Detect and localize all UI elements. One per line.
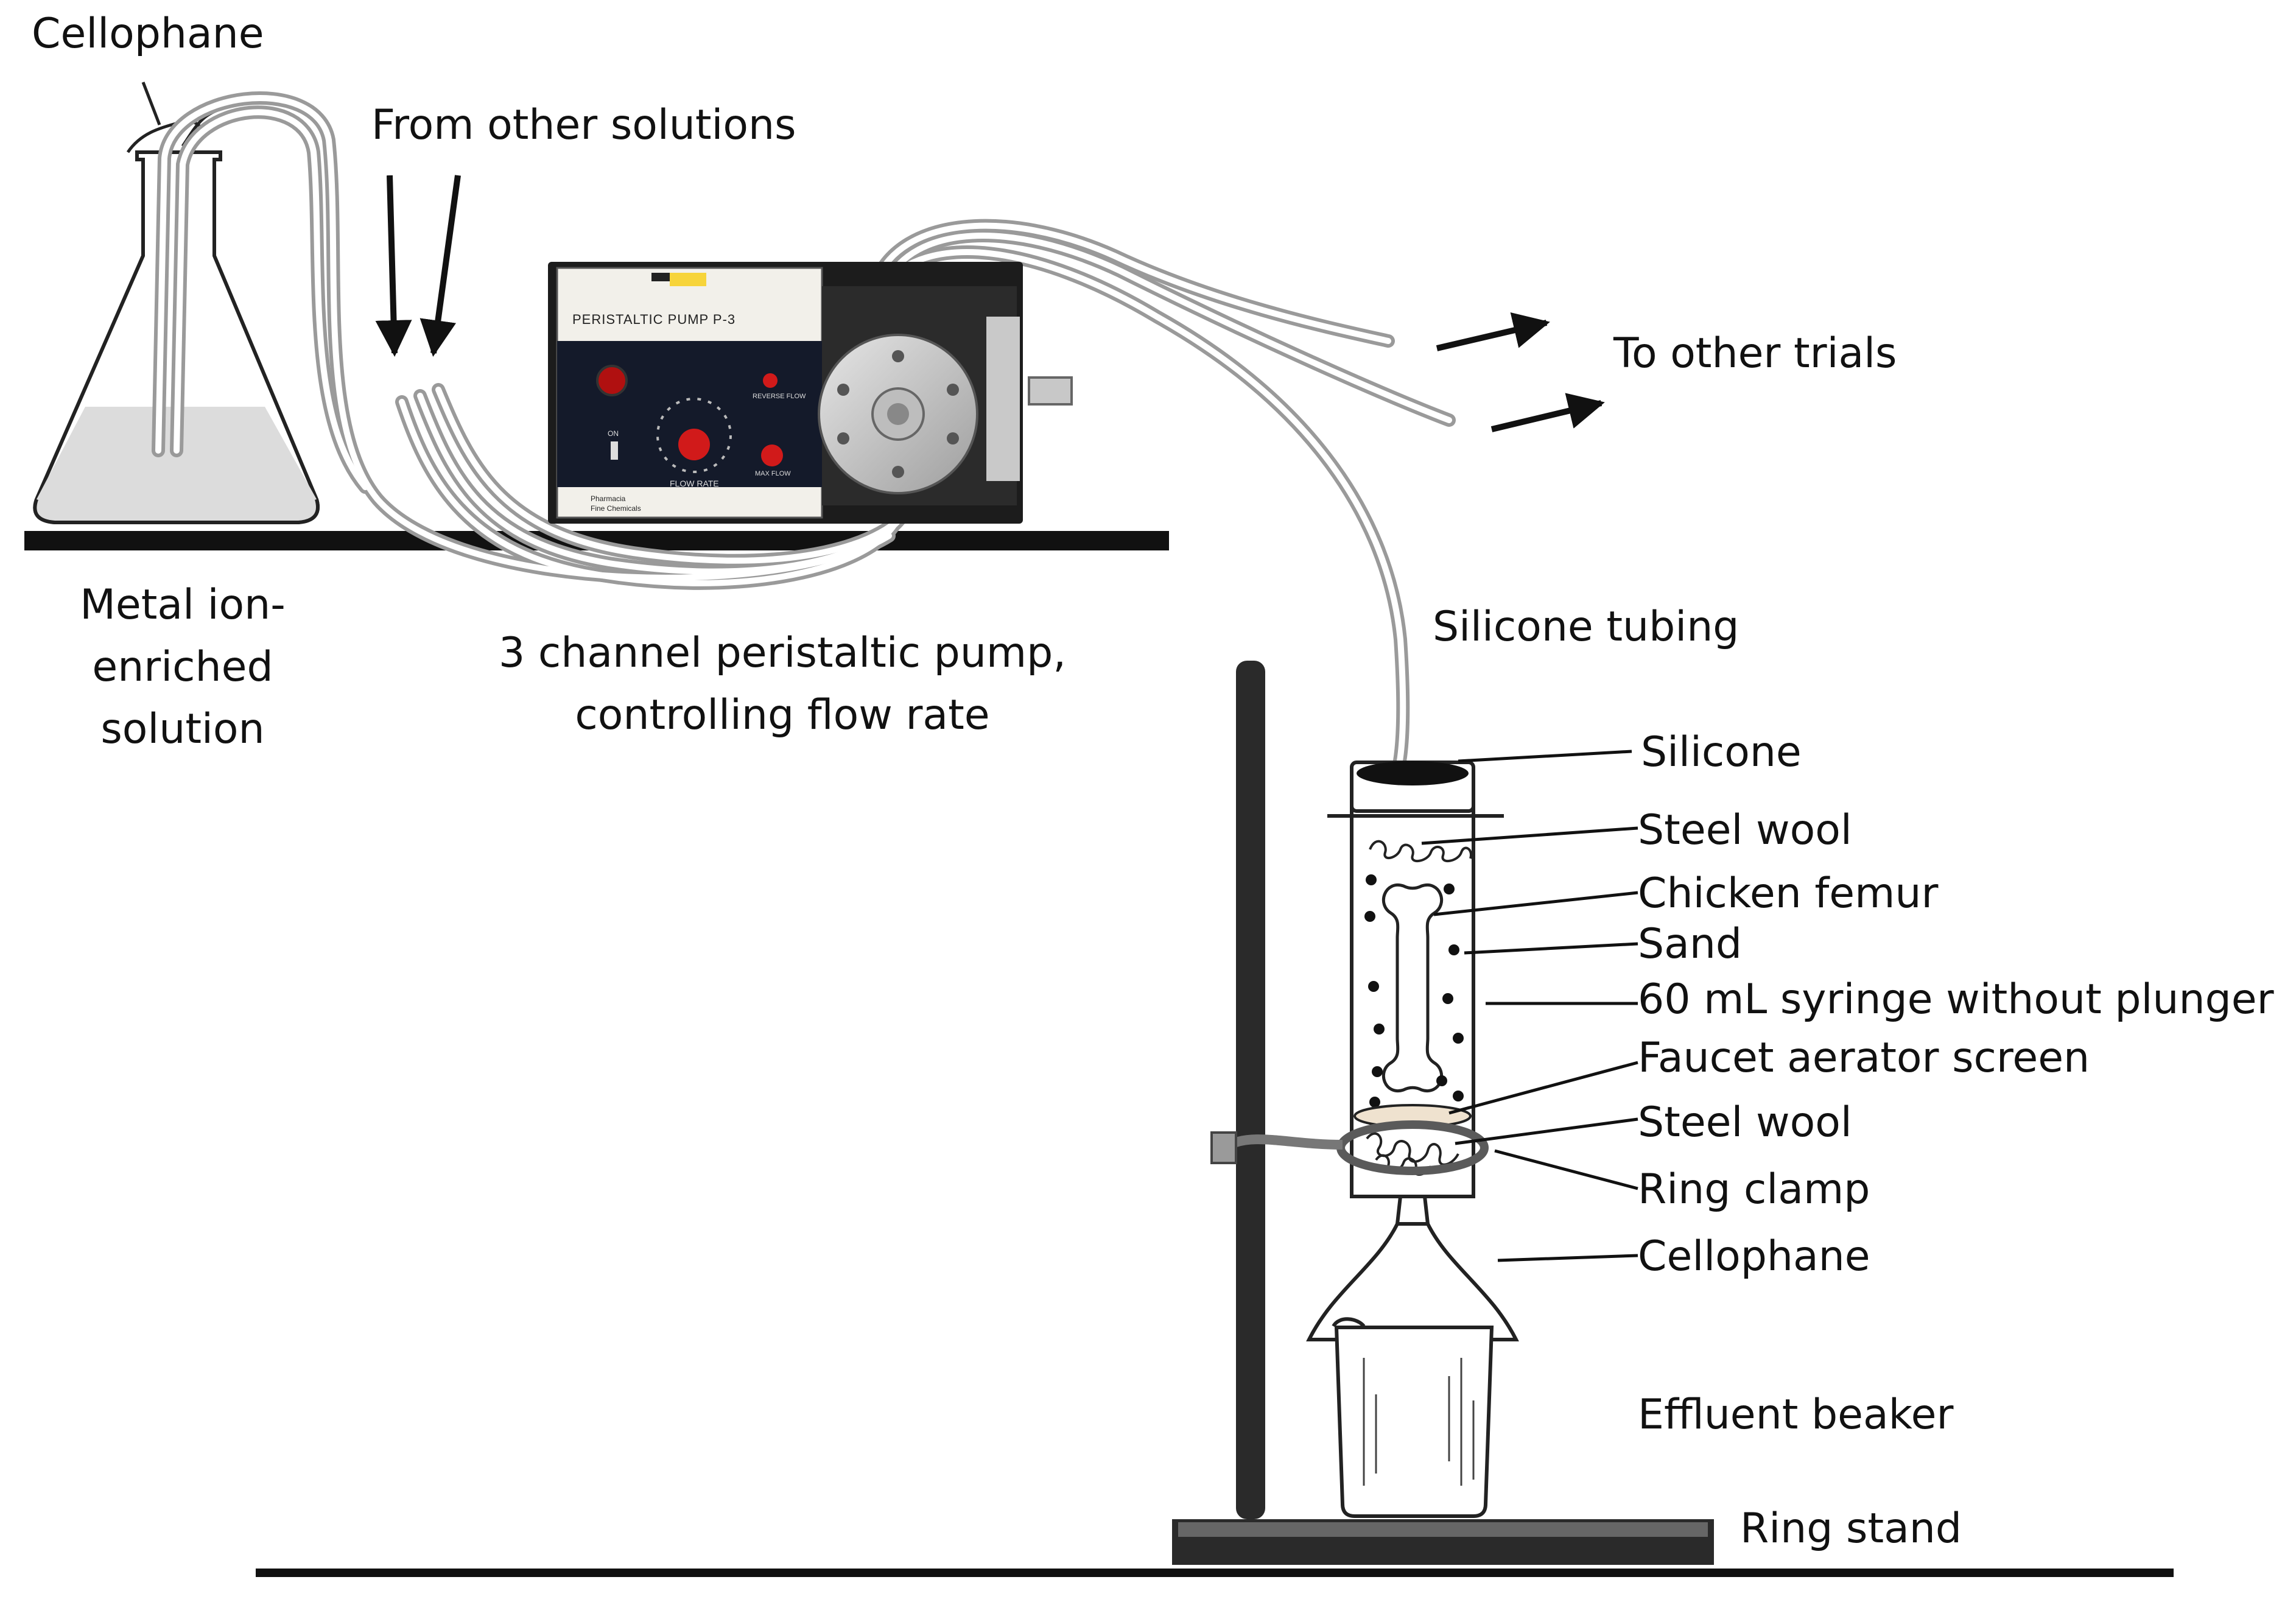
pump-reverse-button <box>763 373 778 388</box>
label-chicken-femur: Chicken femur <box>1638 870 1939 918</box>
label-ring-stand: Ring stand <box>1740 1505 1962 1553</box>
arrow-to-trial-2 <box>1490 393 1605 432</box>
arrow-from-solution-1 <box>375 175 412 357</box>
pump-max-button <box>761 444 783 466</box>
steel-wool-top <box>1369 840 1472 862</box>
pump-indicator-light <box>596 365 628 396</box>
flask-solution <box>35 407 318 522</box>
label-cellophane-bottom: Cellophane <box>1638 1232 1870 1281</box>
effluent-beaker <box>1332 1317 1494 1518</box>
pump-max-label: MAX FLOW <box>755 470 791 477</box>
chicken-femur <box>1381 883 1444 1093</box>
pump-brand-2: Fine Chemicals <box>591 504 641 513</box>
label-steel-wool-top: Steel wool <box>1638 806 1852 854</box>
ring-clamp-arm <box>1227 1134 1343 1150</box>
pump-flow-knob <box>678 429 710 460</box>
label-to-other-trials: To other trials <box>1613 329 1897 378</box>
label-faucet-screen: Faucet aerator screen <box>1638 1034 2090 1082</box>
syringe-tip <box>1395 1195 1430 1226</box>
pump-on-switch <box>611 441 618 460</box>
pump-reverse-label: REVERSE FLOW <box>753 393 806 400</box>
pump-model-label: PERISTALTIC PUMP P-3 <box>572 312 736 327</box>
arrow-to-trial-1 <box>1436 312 1550 351</box>
pump-flow-rate-label: FLOW RATE <box>670 479 719 488</box>
pump-brand-1: Pharmacia <box>591 494 626 503</box>
label-ring-clamp: Ring clamp <box>1638 1165 1870 1214</box>
label-silicone: Silicone <box>1641 728 1802 776</box>
pump-nozzle <box>1028 376 1073 406</box>
ring-stand <box>1172 661 1714 1565</box>
label-pump-caption-1: 3 channel peristaltic pump, <box>499 629 1066 677</box>
label-from-other-solutions: From other solutions <box>371 101 796 149</box>
label-syringe: 60 mL syringe without plunger <box>1638 975 2274 1024</box>
ring-clamp <box>1210 1120 1489 1175</box>
pump-on-label: ON <box>608 429 619 438</box>
peristaltic-pump <box>548 262 1073 524</box>
leader-lines <box>1421 750 1638 1262</box>
label-silicone-tubing: Silicone tubing <box>1433 603 1740 651</box>
ring-clamp-screw <box>1210 1131 1237 1164</box>
ring-stand-rod <box>1236 661 1265 1519</box>
label-metal-ion-2: enriched <box>92 643 273 691</box>
cellophane-funnel <box>1306 1222 1519 1341</box>
label-cellophane-top: Cellophane <box>32 10 264 58</box>
label-sand: Sand <box>1638 920 1743 968</box>
label-metal-ion-1: Metal ion- <box>80 581 286 629</box>
silicone-seal <box>1357 761 1469 785</box>
label-steel-wool-bottom: Steel wool <box>1638 1098 1852 1147</box>
label-pump-caption-2: controlling flow rate <box>575 691 990 739</box>
label-metal-ion-3: solution <box>100 705 265 753</box>
label-effluent-beaker: Effluent beaker <box>1638 1391 1954 1439</box>
arrow-from-solution-2 <box>420 175 461 357</box>
floor-line <box>256 1569 2174 1577</box>
silicone-tubing <box>152 91 1456 780</box>
sand-dots <box>1364 874 1464 1108</box>
